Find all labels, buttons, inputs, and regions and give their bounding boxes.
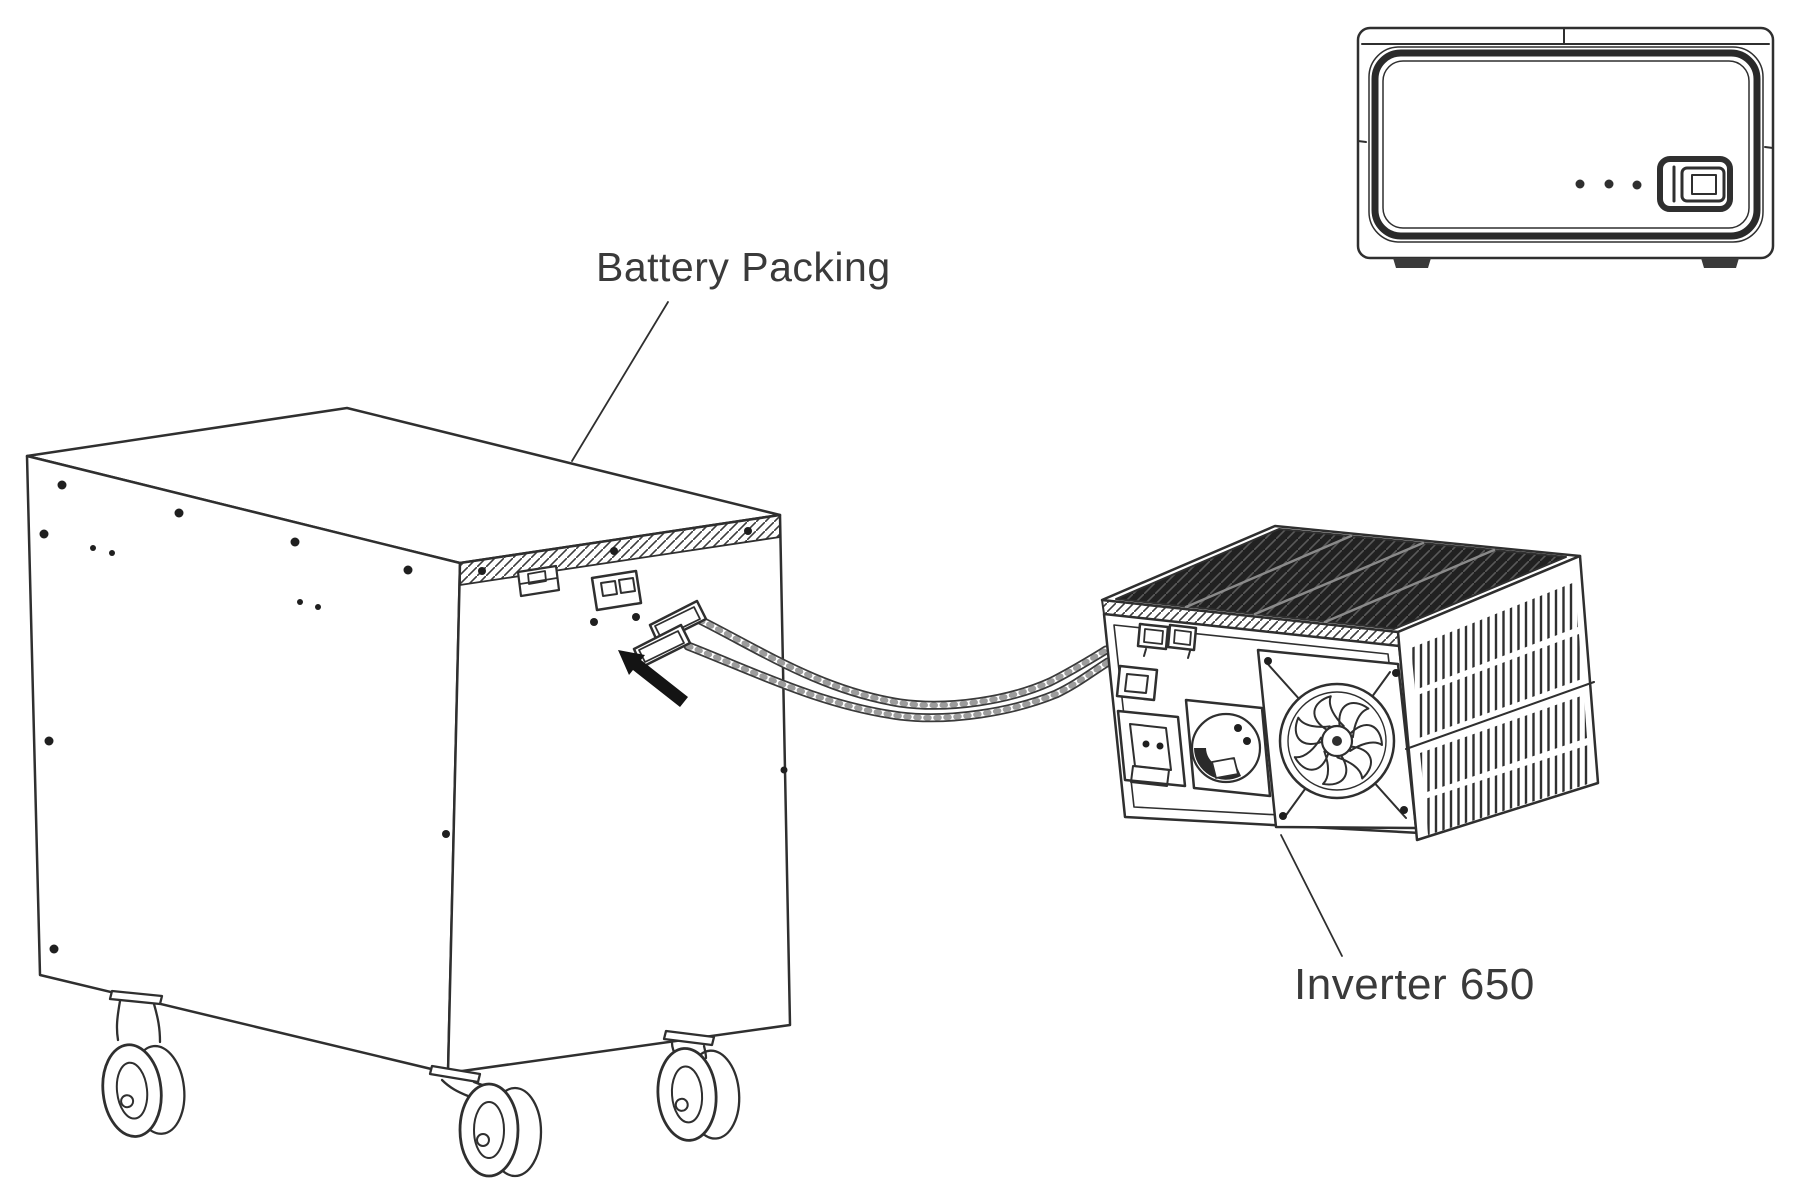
grill-ribs (1184, 534, 1496, 624)
screws-front (442, 527, 788, 838)
insert-direction-arrow (618, 650, 688, 707)
status-leds (1575, 179, 1642, 190)
rivet-pairs (90, 545, 321, 610)
inverter-front-panel (1356, 26, 1775, 268)
screws-left-top (57, 480, 413, 575)
inverter-label-leader (1280, 834, 1343, 957)
front-bezel (1371, 49, 1761, 240)
lid-latch (516, 564, 561, 598)
caster-right (653, 1029, 744, 1144)
annotation-leaders (571, 301, 1343, 957)
front-power-switch (1657, 156, 1733, 212)
front-case (1356, 26, 1775, 260)
caster-left (96, 989, 190, 1141)
inverter-650-label: Inverter 650 (1294, 960, 1535, 1009)
cable-plug (632, 599, 708, 669)
screws-left-edge (39, 529, 59, 954)
battery-pack-cabinet (25, 406, 792, 1178)
dc-cable (632, 599, 1113, 723)
cable-strand-lower (683, 641, 1113, 723)
ac-inlet (1116, 709, 1187, 788)
battery-connector (590, 569, 643, 612)
battery-label-leader (571, 301, 669, 462)
battery-input-connector (1136, 622, 1198, 659)
front-bezel-inner (1382, 60, 1750, 229)
battery-packing-label: Battery Packing (596, 244, 891, 290)
inverter-rear-isometric (1100, 524, 1600, 842)
ac-outlet (1184, 698, 1272, 798)
front-bezel-outer (1368, 46, 1764, 243)
side-louvers (1405, 582, 1595, 835)
cooling-fan (1256, 648, 1418, 830)
case-feet (1393, 258, 1739, 268)
caster-middle (428, 1064, 543, 1178)
cable-strand-upper (695, 615, 1111, 710)
rear-power-switch (1115, 664, 1159, 702)
